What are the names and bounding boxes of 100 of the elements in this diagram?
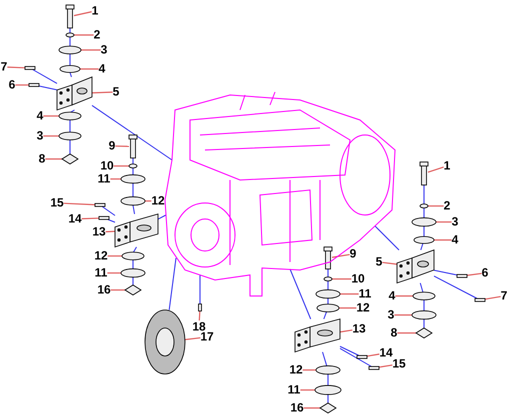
washer-drawing <box>314 385 342 395</box>
leader-line <box>45 158 62 160</box>
nut-drawing <box>420 204 428 208</box>
leader-line <box>436 221 452 223</box>
mount-base-drawing <box>124 284 142 296</box>
bracket-drawing <box>56 76 92 111</box>
center-line <box>92 104 172 160</box>
screw-drawing <box>368 366 380 370</box>
leader-line <box>428 166 444 173</box>
center-line <box>322 352 328 366</box>
center-line <box>340 346 360 356</box>
callout-number: 8 <box>38 152 46 166</box>
center-line <box>290 268 312 320</box>
washer-drawing <box>58 112 82 120</box>
leader-line <box>434 239 452 241</box>
callout-number: 16 <box>290 402 304 414</box>
callout-number: 6 <box>482 266 488 280</box>
flywheel-drawing <box>144 310 186 374</box>
leader-line <box>110 178 121 180</box>
callout-number: 3 <box>388 308 394 322</box>
leader-line <box>115 145 130 147</box>
screw-drawing <box>98 216 110 220</box>
callout-number: 4 <box>388 290 396 302</box>
leader-line <box>428 205 444 207</box>
leader-line <box>106 230 116 232</box>
leader-line <box>114 165 129 167</box>
callout-number: 3 <box>36 130 44 142</box>
callout-number: 12 <box>94 250 108 262</box>
callout-number: 14 <box>68 212 82 226</box>
callout-number: 1 <box>92 4 98 18</box>
callout-number: 10 <box>351 272 365 286</box>
washer-drawing <box>120 268 146 278</box>
center-line <box>132 259 134 270</box>
callout-number: 11 <box>358 288 372 300</box>
callout-number: 8 <box>390 326 398 340</box>
callout-number: 11 <box>98 172 110 186</box>
callout-number: 2 <box>94 28 100 42</box>
leader-line <box>300 389 315 391</box>
center-line <box>133 246 137 253</box>
screw-drawing <box>24 66 36 70</box>
leader-line <box>81 49 101 51</box>
leader-line <box>340 329 352 333</box>
leader-line <box>43 135 59 137</box>
leader-line <box>378 364 392 368</box>
callout-number: 3 <box>452 216 458 228</box>
callout-number: 9 <box>108 140 116 152</box>
callout-number: 11 <box>288 384 300 396</box>
leader-line <box>484 296 501 300</box>
bracket-drawing <box>294 318 340 353</box>
washer-drawing <box>60 65 80 73</box>
callout-number: 4 <box>36 110 44 122</box>
washer-drawing <box>316 365 340 375</box>
washer-drawing <box>58 46 82 54</box>
center-line <box>132 276 134 286</box>
leader-line <box>382 262 398 265</box>
callout-number: 18 <box>192 320 206 334</box>
center-line <box>323 311 328 320</box>
leader-line <box>339 307 356 309</box>
callout-number: 12 <box>151 194 165 208</box>
center-line <box>132 182 134 198</box>
nut-drawing <box>128 164 138 168</box>
bolt-drawing <box>128 134 138 158</box>
screw-drawing <box>474 298 486 302</box>
callout-number: 15 <box>50 196 64 210</box>
leader-line <box>43 115 59 117</box>
callout-number: 14 <box>379 346 393 360</box>
center-line <box>70 110 75 113</box>
center-line <box>102 206 116 216</box>
center-line <box>434 270 458 276</box>
leader-line <box>80 68 99 70</box>
washer-drawing <box>412 292 436 300</box>
washer-drawing <box>58 132 82 140</box>
leader-line <box>397 332 416 334</box>
leader-line <box>74 34 94 36</box>
callout-number: 4 <box>452 234 458 246</box>
center-line <box>158 214 166 220</box>
screw-drawing <box>94 203 106 207</box>
leader-line <box>340 293 359 295</box>
leader-line <box>108 255 122 257</box>
leader-line <box>7 66 26 68</box>
washer-drawing <box>120 174 146 184</box>
leader-line <box>110 289 125 291</box>
screw-drawing <box>456 274 468 278</box>
callout-number: 11 <box>94 266 108 280</box>
leader-line <box>394 314 412 316</box>
nut-drawing <box>324 276 332 282</box>
callout-number: 12 <box>356 302 370 314</box>
center-line <box>374 226 400 250</box>
center-line <box>420 282 424 293</box>
leader-line <box>332 278 352 280</box>
leader-line <box>82 218 100 220</box>
nut-drawing <box>66 32 74 38</box>
mount-base-drawing <box>415 328 433 338</box>
center-line <box>340 348 372 367</box>
callout-number: 13 <box>92 226 106 238</box>
callout-number: 7 <box>500 290 507 302</box>
mount-base-drawing <box>61 154 79 164</box>
washer-drawing <box>316 304 340 312</box>
leader-line <box>466 272 482 276</box>
callout-number: 5 <box>376 256 382 268</box>
